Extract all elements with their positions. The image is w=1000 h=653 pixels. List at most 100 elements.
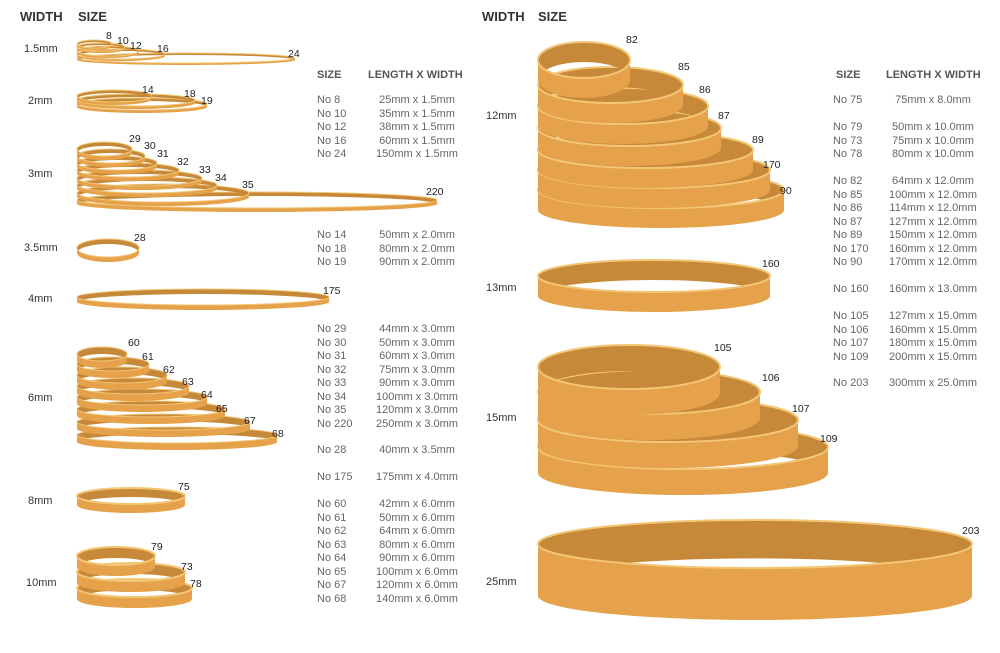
- size-dimensions: 35mm x 1.5mm: [379, 107, 455, 120]
- band-size-label: 87: [718, 110, 730, 122]
- size-number: No 63: [317, 538, 347, 551]
- size-dimensions: 50mm x 6.0mm: [379, 511, 455, 524]
- band-size-label: 82: [626, 34, 638, 46]
- band-no-160: 160: [537, 258, 780, 312]
- size-number: No 87: [833, 215, 863, 228]
- band-outer-face: [77, 185, 217, 197]
- size-number: No 62: [317, 525, 347, 537]
- band-outer-face: [77, 435, 277, 450]
- size-dimensions: 64mm x 6.0mm: [379, 525, 455, 537]
- size-number: No 33: [317, 377, 347, 389]
- band-rim: [76, 183, 250, 203]
- size-dimensions: 100mm x 6.0mm: [376, 565, 458, 578]
- band-inner-face: [77, 488, 185, 504]
- band-no-14: 14: [76, 84, 154, 105]
- size-dimensions: 80mm x 10.0mm: [892, 148, 974, 160]
- size-dimensions: 160mm x 13.0mm: [888, 283, 978, 295]
- band-no-8: 8: [76, 30, 113, 50]
- band-size-label: 85: [678, 61, 690, 73]
- table-header-dims-right: LENGTH X WIDTH: [886, 69, 981, 81]
- band-rim: [76, 546, 156, 566]
- size-dimensions: 90mm x 6.0mm: [379, 552, 455, 564]
- size-number: No 24: [317, 148, 347, 160]
- band-size-label: 35: [242, 179, 254, 191]
- size-dimensions: 90mm x 2.0mm: [379, 256, 455, 268]
- size-number: No 86: [833, 202, 863, 214]
- band-size-label: 10: [117, 35, 129, 47]
- size-dimensions: 100mm x 12.0mm: [888, 188, 978, 201]
- band-rim: [537, 519, 973, 569]
- band-outer-face: [77, 200, 437, 212]
- band-size-label: 63: [182, 376, 194, 388]
- band-outer-face: [77, 409, 225, 424]
- band-outer-face: [77, 104, 207, 113]
- table-header-size: SIZE: [317, 69, 342, 81]
- band-rim: [76, 89, 153, 103]
- band-outer-face: [538, 447, 828, 495]
- band-rim: [76, 39, 113, 49]
- band-outer-face: [77, 297, 329, 310]
- band-rim: [537, 344, 721, 390]
- size-number: No 203: [833, 377, 869, 389]
- band-size-label: 78: [190, 578, 202, 590]
- size-dimensions: 44mm x 3.0mm: [379, 323, 455, 335]
- band-rim: [76, 366, 168, 384]
- size-dimensions: 60mm x 3.0mm: [379, 350, 455, 362]
- band-rim: [76, 413, 251, 431]
- size-dimensions: 60mm x 1.5mm: [379, 134, 455, 147]
- band-outer-face: [77, 47, 125, 53]
- band-size-label: 89: [752, 134, 764, 146]
- band-rim: [76, 377, 190, 395]
- width-label: 12mm: [486, 110, 517, 122]
- band-size-label: 90: [780, 185, 792, 197]
- band-size-label: 8: [106, 30, 112, 42]
- band-rim: [76, 52, 296, 64]
- band-size-label: 220: [426, 186, 444, 198]
- size-dimensions: 160mm x 12.0mm: [888, 242, 978, 255]
- size-number: No 35: [317, 404, 347, 416]
- size-dimensions: 80mm x 2.0mm: [379, 242, 455, 255]
- band-outer-face: [538, 367, 720, 415]
- width-label: 8mm: [28, 495, 53, 507]
- size-number: No 32: [317, 363, 347, 376]
- size-dimensions: 50mm x 10.0mm: [892, 121, 974, 133]
- size-number: No 105: [833, 310, 869, 322]
- band-size-label: 33: [199, 164, 211, 176]
- band-size-label: 24: [288, 48, 300, 60]
- size-number: No 34: [317, 390, 347, 403]
- size-dimensions: 180mm x 15.0mm: [888, 337, 978, 349]
- band-no-29: 29: [76, 133, 141, 160]
- size-dimensions: 150mm x 1.5mm: [376, 148, 458, 160]
- size-dimensions: 120mm x 3.0mm: [376, 404, 458, 416]
- band-inner-face: [538, 260, 770, 292]
- band-rim: [76, 45, 140, 57]
- size-dimensions: 75mm x 10.0mm: [892, 134, 974, 147]
- size-number: No 82: [833, 175, 863, 187]
- size-dimensions: 140mm x 6.0mm: [376, 592, 458, 605]
- band-outer-face: [77, 193, 249, 206]
- band-size-label: 68: [272, 428, 284, 440]
- band-outer-face: [538, 420, 798, 468]
